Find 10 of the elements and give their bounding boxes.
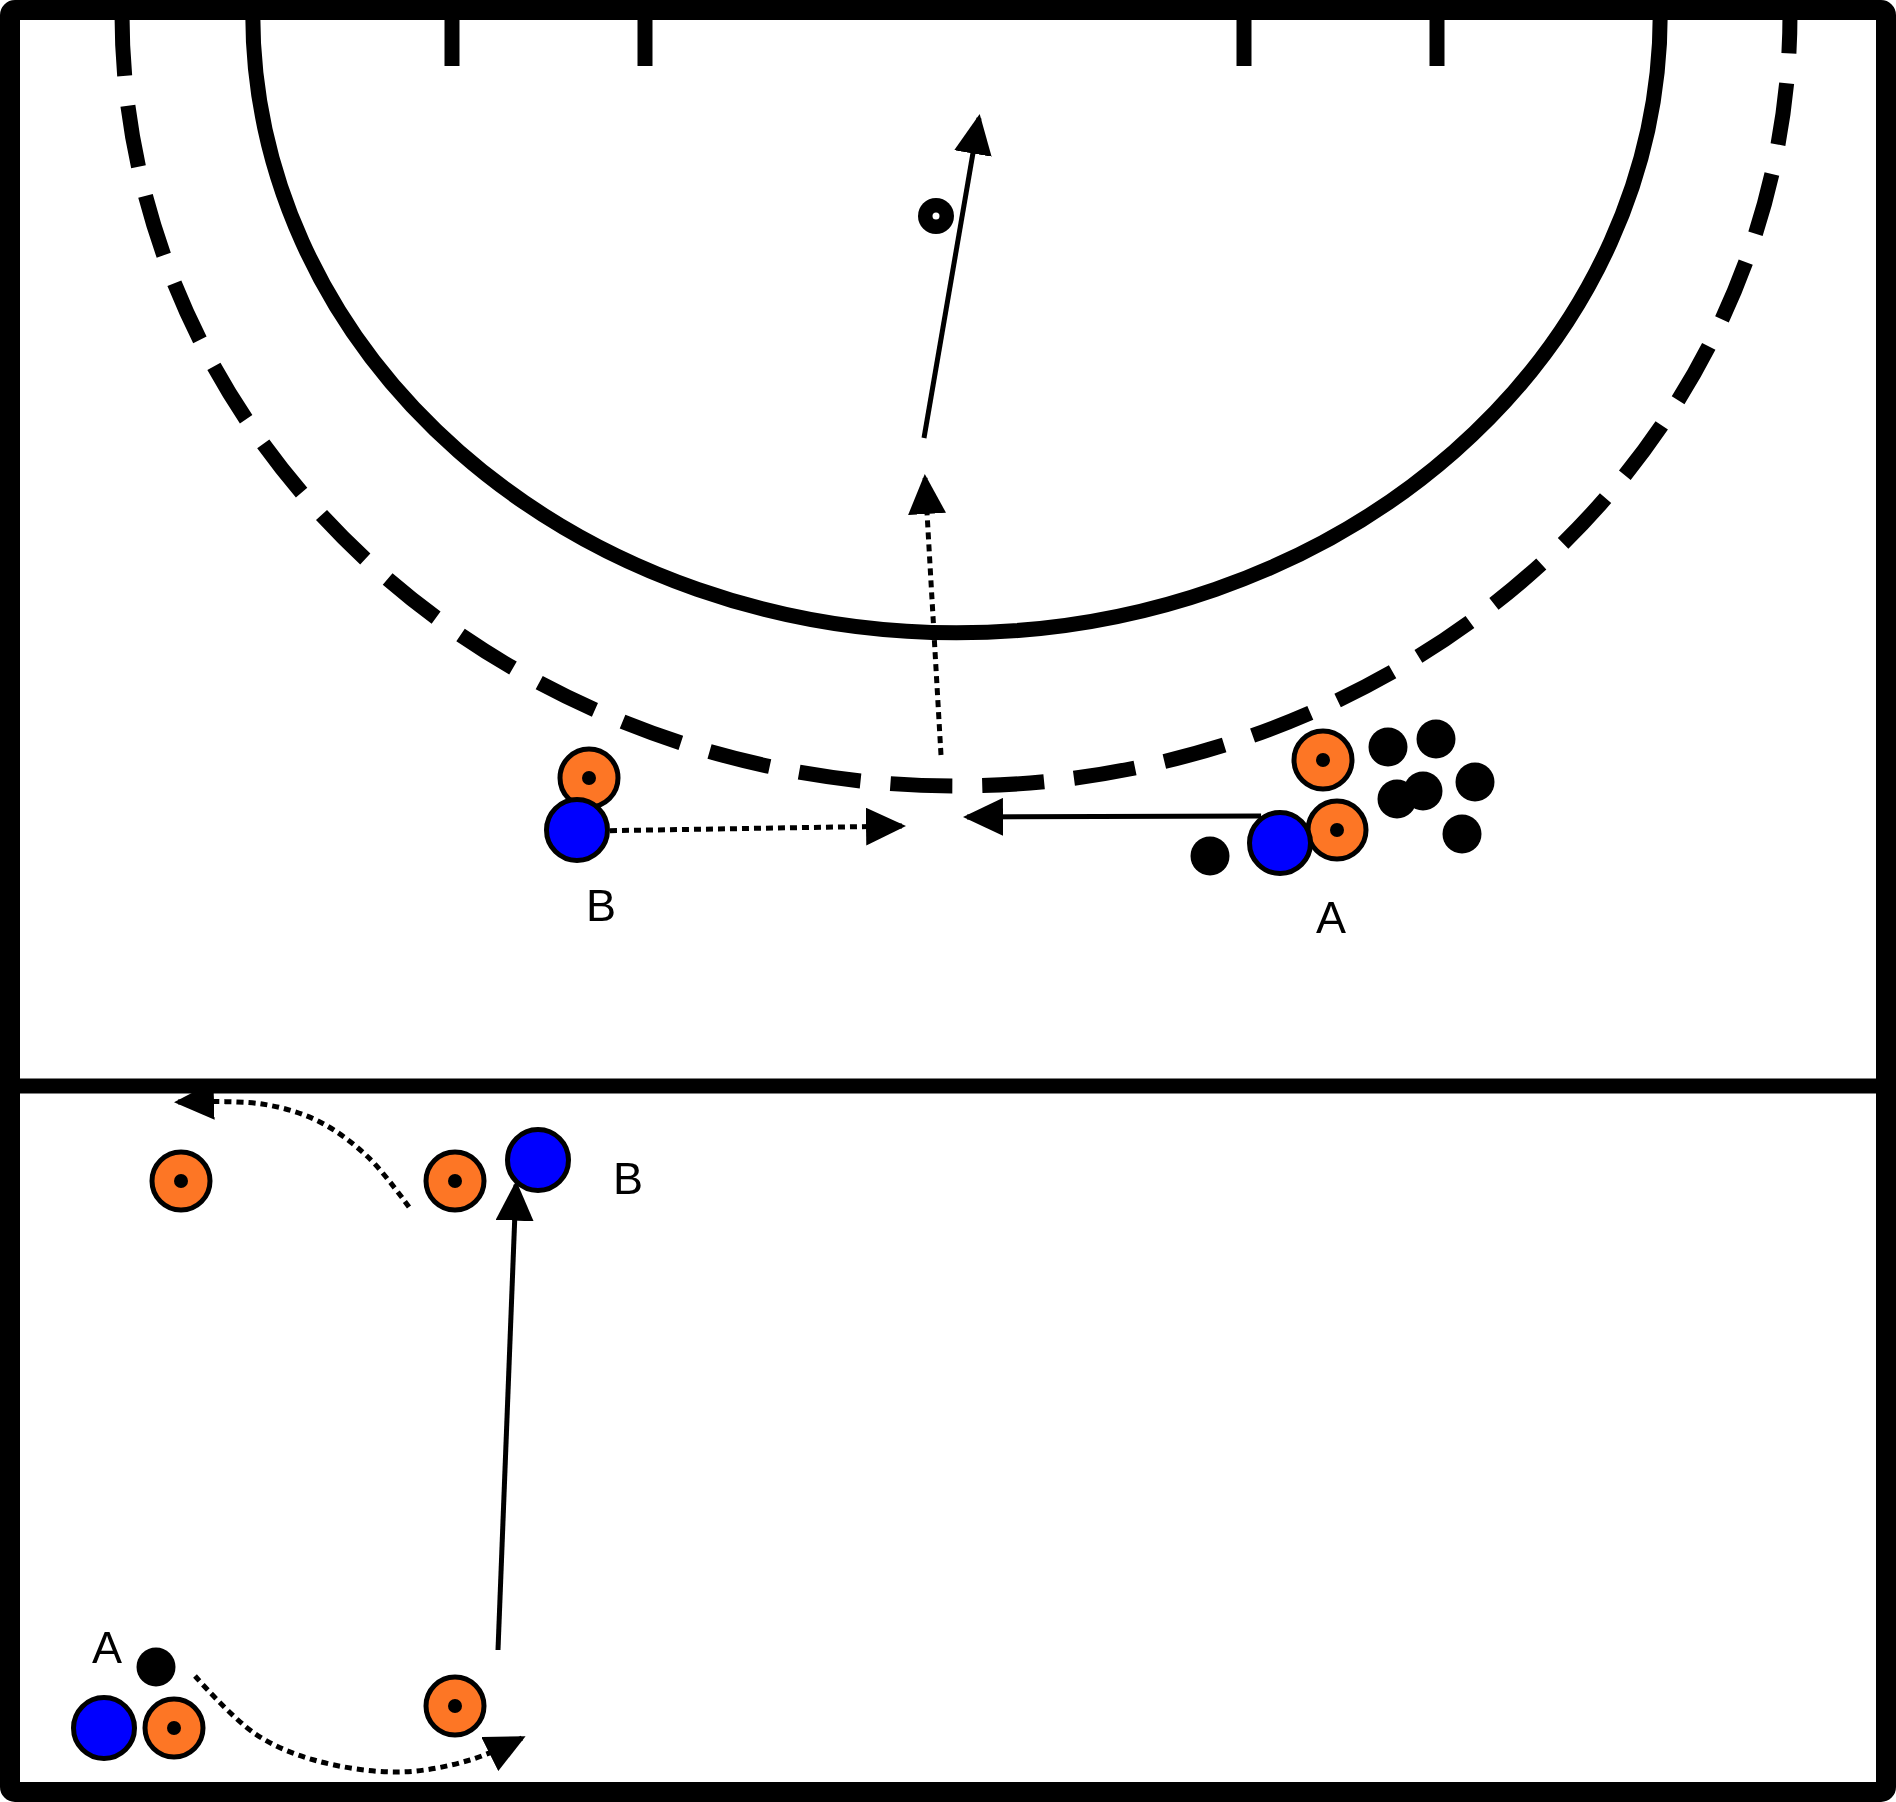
player-marker (1247, 810, 1313, 876)
arrow (609, 807, 906, 846)
player-label: A (92, 1624, 122, 1670)
player-marker (544, 797, 610, 863)
player-marker (71, 1695, 137, 1761)
player-marker (505, 1127, 571, 1193)
player-label: B (613, 1155, 643, 1201)
player-label: A (1316, 894, 1346, 940)
player-label: B (586, 882, 616, 928)
arrow (963, 797, 1262, 836)
